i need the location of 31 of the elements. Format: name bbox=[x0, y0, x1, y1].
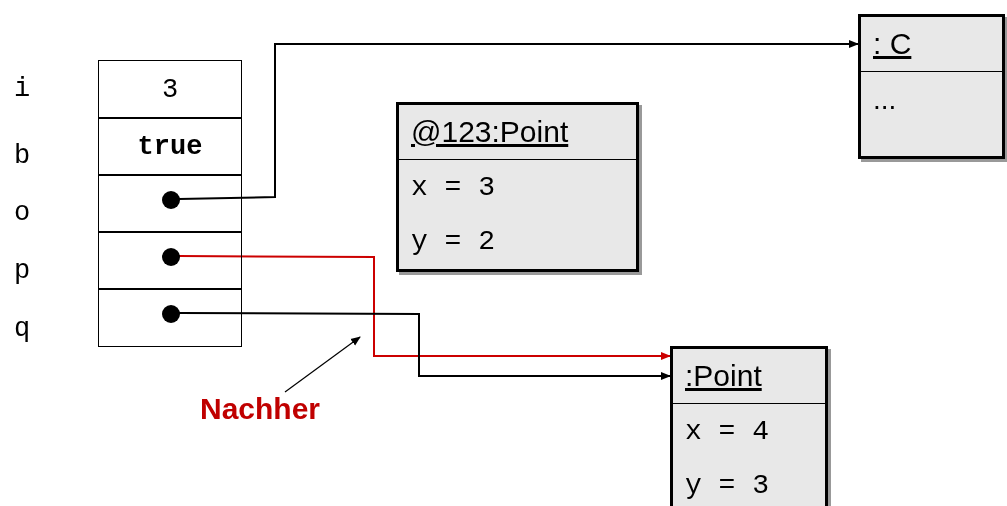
variable-name: b bbox=[14, 143, 31, 170]
variable-name: p bbox=[14, 258, 31, 285]
field-value: x = 4 bbox=[685, 415, 769, 447]
reference-arrow bbox=[178, 255, 671, 360]
reference-dot bbox=[162, 191, 180, 209]
variable-cell bbox=[98, 60, 242, 119]
object-box bbox=[670, 346, 828, 506]
cell-value: true bbox=[137, 131, 203, 162]
cell-value: 3 bbox=[161, 74, 179, 105]
object-name: : C bbox=[873, 27, 912, 61]
note-text: Nachher bbox=[200, 392, 321, 426]
reference-arrow bbox=[178, 40, 859, 200]
field-value: x = 3 bbox=[411, 171, 495, 203]
variable-cell bbox=[98, 288, 242, 347]
field-value: y = 2 bbox=[411, 226, 495, 258]
variable-name: i bbox=[14, 76, 31, 103]
variable-cell bbox=[98, 117, 242, 176]
variable-cell bbox=[98, 174, 242, 233]
object-box bbox=[858, 14, 1005, 159]
object-name: :Point bbox=[685, 358, 762, 393]
reference-dot bbox=[162, 305, 180, 323]
object-name: @123:Point bbox=[411, 114, 569, 149]
field-value: ... bbox=[873, 83, 897, 116]
reference-arrow bbox=[178, 312, 671, 380]
variable-name: q bbox=[14, 316, 31, 343]
variable-cell bbox=[98, 231, 242, 290]
object-box bbox=[396, 102, 639, 272]
field-value: y = 3 bbox=[685, 470, 769, 502]
reference-dot bbox=[162, 248, 180, 266]
variable-name: o bbox=[14, 200, 31, 227]
leader-arrow bbox=[284, 336, 361, 393]
